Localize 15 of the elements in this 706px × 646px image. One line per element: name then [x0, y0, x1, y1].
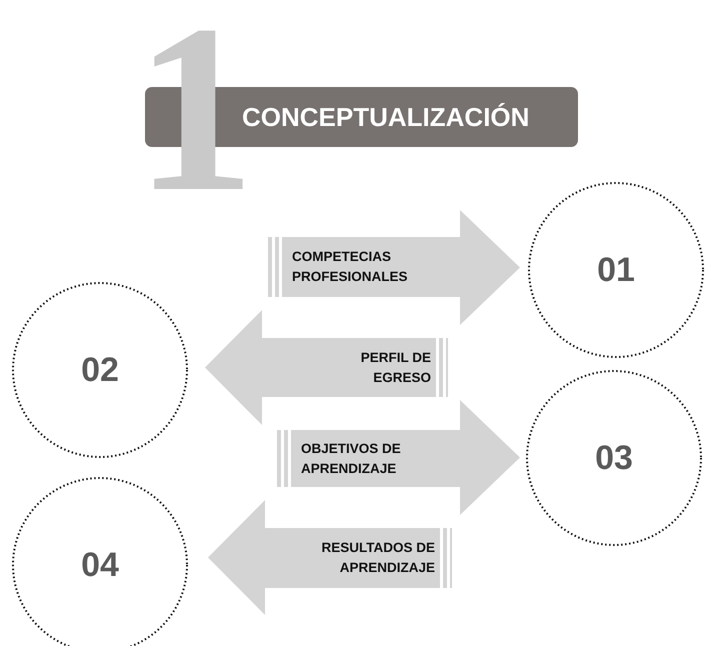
arrow-shape [205, 310, 448, 425]
arrow-label: RESULTADOS DE APRENDIZAJE [320, 539, 435, 577]
step-number: 04 [80, 544, 120, 586]
step-number: 03 [594, 438, 634, 478]
arrow-label: COMPETECIAS PROFESIONALES [292, 248, 409, 286]
dotted-circle [528, 182, 704, 358]
arrow-label: PERFIL DE EGRESO [360, 348, 431, 386]
step-number: 02 [80, 350, 120, 390]
arrow-shape [268, 210, 520, 325]
arrow-shape [208, 500, 452, 615]
arrow-shape [277, 400, 520, 515]
step-number: 01 [596, 250, 636, 290]
dotted-circle [526, 370, 702, 546]
arrow-label: OBJETIVOS DE APRENDIZAJE [301, 440, 402, 478]
dotted-circle [12, 282, 188, 458]
